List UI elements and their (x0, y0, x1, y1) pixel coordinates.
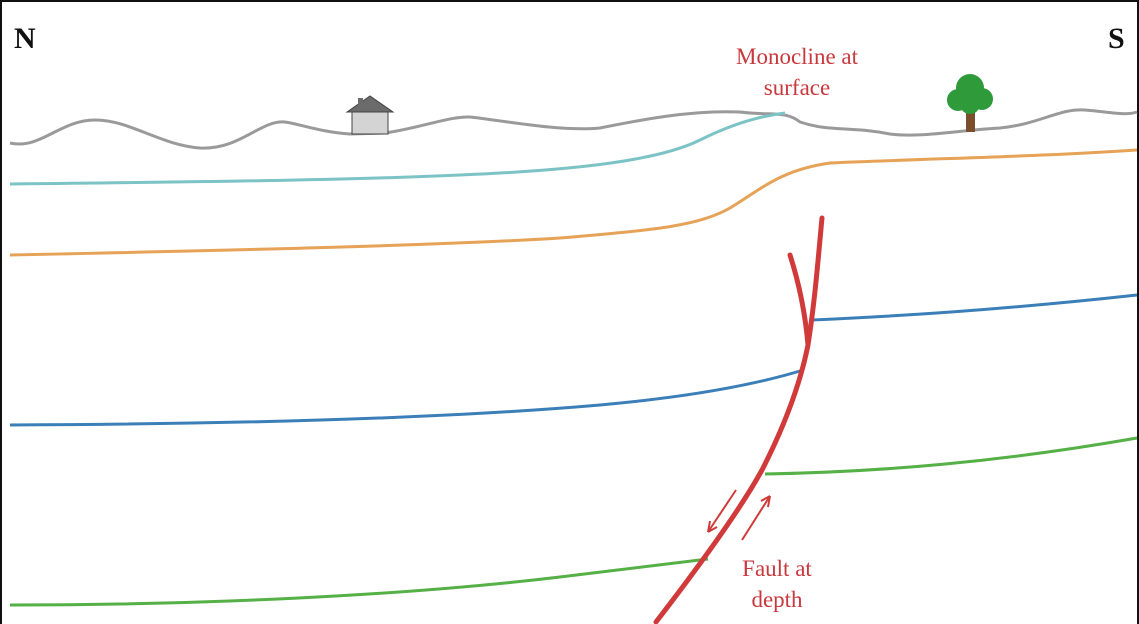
fault-label-line2: depth (751, 587, 803, 612)
layer-blue-hangingwall (811, 293, 1138, 322)
fault-splay (787, 252, 811, 348)
fault-line (653, 215, 825, 624)
layer-orange (9, 148, 1138, 257)
tree-icon (947, 74, 993, 132)
fault-motion-arrow-up (741, 495, 771, 541)
south-label: S (1108, 22, 1125, 55)
layer-green-hangingwall (764, 436, 1138, 476)
fault-motion-arrow-down (707, 489, 737, 533)
layer-blue-footwall (9, 369, 801, 427)
north-label: N (14, 22, 36, 55)
monocline-label-line2: surface (764, 75, 830, 100)
layer-green-footwall (9, 557, 709, 607)
fault-label-line1: Fault at (742, 556, 812, 581)
house-icon (345, 95, 395, 135)
monocline-label-line1: Monocline at (736, 44, 859, 69)
ground-surface-line (9, 108, 1138, 150)
layer-cyan (9, 111, 786, 186)
